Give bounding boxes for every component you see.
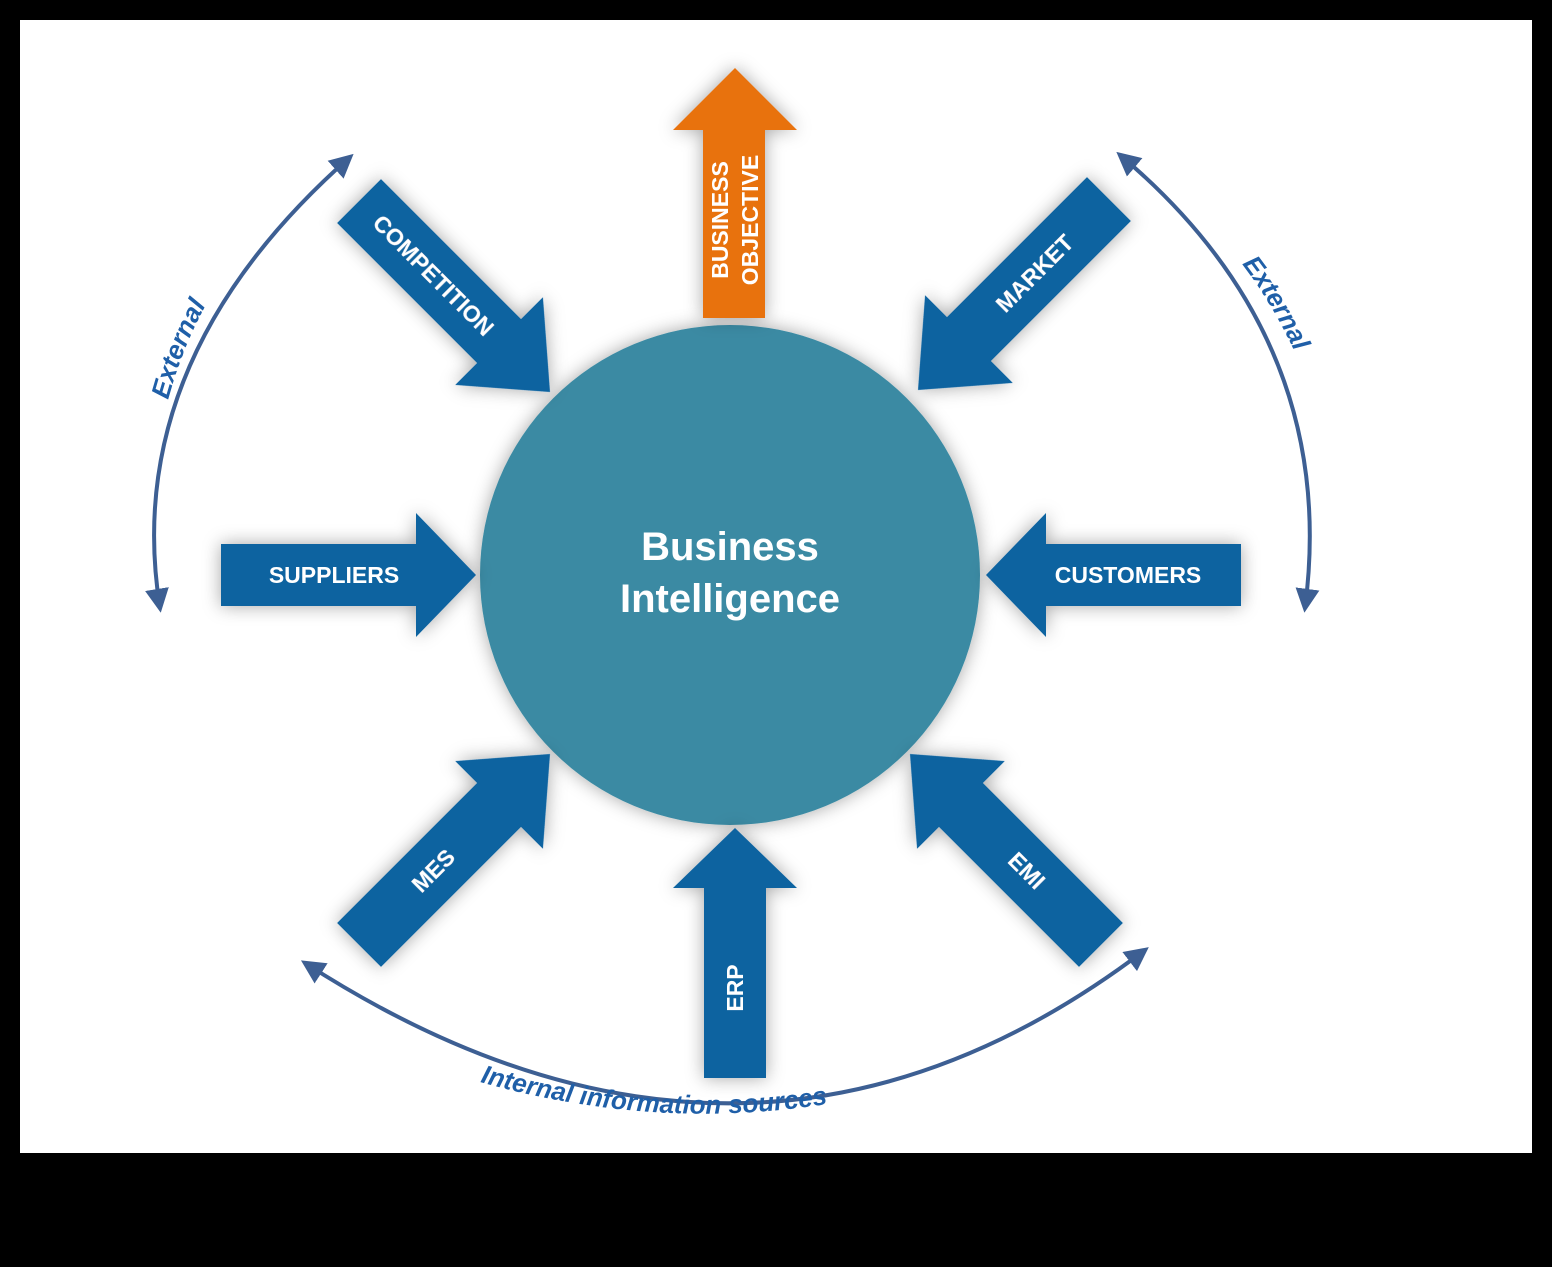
- business-objective-arrow: BUSINESS OBJECTIVE: [673, 68, 797, 318]
- business-objective-label-line1: BUSINESS: [707, 161, 733, 279]
- external-left-label: External: [145, 293, 212, 402]
- suppliers-arrow: SUPPLIERS: [221, 513, 476, 637]
- competition-arrow: COMPETITION: [337, 179, 550, 392]
- internal-sources-label: Internal information sources: [478, 1059, 828, 1120]
- emi-arrow: EMI: [910, 754, 1123, 967]
- mes-arrow: MES: [337, 754, 550, 967]
- customers-label: CUSTOMERS: [1055, 562, 1202, 588]
- customers-arrow: CUSTOMERS: [986, 513, 1241, 637]
- internal-bracket: [300, 947, 1149, 1106]
- diagram-svg: External External Internal information s…: [145, 68, 1320, 1120]
- center-label-line1: Business: [641, 525, 819, 569]
- suppliers-label: SUPPLIERS: [269, 562, 399, 588]
- diagram-canvas: External External Internal information s…: [20, 20, 1532, 1153]
- competition-label: COMPETITION: [368, 210, 499, 341]
- business-intelligence-circle: [480, 325, 980, 825]
- erp-arrow: ERP: [673, 828, 797, 1078]
- business-objective-label-line2: OBJECTIVE: [737, 155, 763, 285]
- market-arrow: MARKET: [918, 177, 1131, 390]
- external-left-bracket: [145, 153, 354, 613]
- erp-label: ERP: [722, 964, 748, 1011]
- external-right-bracket: [1116, 151, 1320, 613]
- center-label-line2: Intelligence: [620, 577, 840, 621]
